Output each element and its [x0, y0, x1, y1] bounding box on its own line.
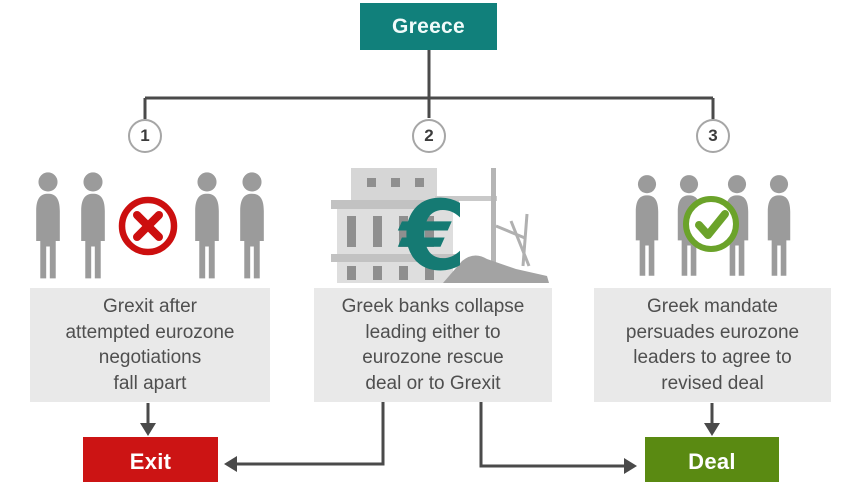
- scenario-number-2-label: 2: [424, 126, 434, 145]
- scenario-1-description: Grexit after attempted eurozone negotiat…: [30, 288, 270, 402]
- check-circle-icon: [683, 196, 739, 252]
- exit-outcome-box: Exit: [83, 437, 218, 482]
- crowd-left-pair: [28, 170, 113, 283]
- scenario-3-description: Greek mandate persuades eurozone leaders…: [594, 288, 831, 402]
- x-circle-icon: [118, 196, 178, 256]
- scenario-number-1: 1: [128, 119, 162, 153]
- scenario-number-2: 2: [412, 119, 446, 153]
- scenario-2-description: Greek banks collapse leading either to e…: [314, 288, 552, 402]
- crowd-with-approval-icon: [628, 170, 798, 283]
- euro-symbol: €: [398, 180, 467, 283]
- scenario-number-3-label: 3: [708, 126, 718, 145]
- person-icon: [36, 172, 60, 279]
- scenario-number-1-label: 1: [140, 126, 150, 145]
- person-icon: [635, 175, 659, 276]
- person-icon: [81, 172, 105, 279]
- deal-outcome-box: Deal: [645, 437, 779, 482]
- scenario-number-3: 3: [696, 119, 730, 153]
- person-icon: [767, 175, 791, 276]
- crowd-with-rejection-icon: [28, 170, 272, 283]
- person-icon: [195, 172, 219, 279]
- person-icon: [240, 172, 264, 279]
- collapsed-bank-euro-icon: €: [331, 168, 549, 283]
- root-node-greece: Greece: [360, 3, 497, 50]
- crowd-right-pair: [187, 170, 272, 283]
